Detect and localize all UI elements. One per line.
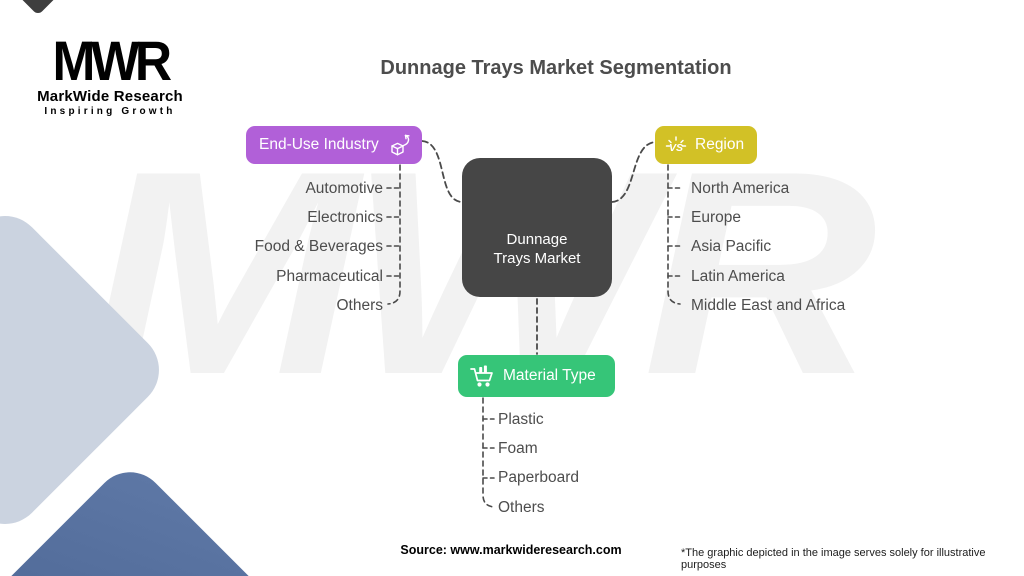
branch-end-use-industry-label: End-Use Industry	[259, 136, 379, 153]
list-item: Europe	[691, 209, 741, 227]
central-node: Dunnage Trays Market	[462, 158, 612, 297]
list-item: Paperboard	[498, 469, 580, 487]
list-item: Others	[336, 297, 383, 315]
list-item: Others	[498, 498, 545, 516]
branch-material-type: Material Type	[458, 355, 615, 397]
list-item: North America	[691, 179, 790, 197]
list-item: Latin America	[691, 267, 785, 285]
branch-material-type-label: Material Type	[503, 367, 596, 384]
logo-name: MarkWide Research	[37, 87, 183, 105]
branch-region-label: Region	[695, 136, 745, 153]
list-item: Automotive	[305, 179, 383, 197]
branch-end-use-industry: End-Use Industry	[246, 126, 422, 164]
list-item: Plastic	[498, 410, 544, 428]
list-item: Asia Pacific	[691, 238, 772, 256]
end-use-industry-list: Automotive Electronics Food & Beverages …	[173, 174, 383, 321]
list-item: Electronics	[307, 209, 383, 227]
material-type-list: Plastic Foam Paperboard Others	[498, 405, 658, 523]
list-item: Pharmaceutical	[276, 267, 383, 285]
list-item: Food & Beverages	[254, 238, 383, 256]
disclaimer-text: *The graphic depicted in the image serve…	[681, 547, 986, 571]
corner-decor-shape	[12, 0, 64, 16]
logo-tagline: Inspiring Growth	[44, 105, 176, 117]
cart-icon	[469, 364, 495, 388]
page-title: Dunnage Trays Market Segmentation	[380, 57, 732, 79]
source-text: Source: www.markwideresearch.com	[400, 543, 622, 557]
central-node-line1: Dunnage	[506, 231, 568, 248]
vs-burst-icon: VS	[665, 134, 687, 156]
markwide-logo: MWR MarkWide Research Inspiring Growth	[32, 29, 188, 117]
region-list: North America Europe Asia Pacific Latin …	[691, 174, 911, 321]
list-item: Foam	[498, 440, 538, 458]
list-item: Middle East and Africa	[691, 297, 846, 315]
logo-monogram: MWR	[52, 29, 173, 92]
package-icon	[389, 133, 413, 158]
central-node-line2: Trays Market	[493, 250, 581, 267]
svg-text:VS: VS	[669, 142, 683, 154]
branch-region: VS Region	[655, 126, 757, 164]
